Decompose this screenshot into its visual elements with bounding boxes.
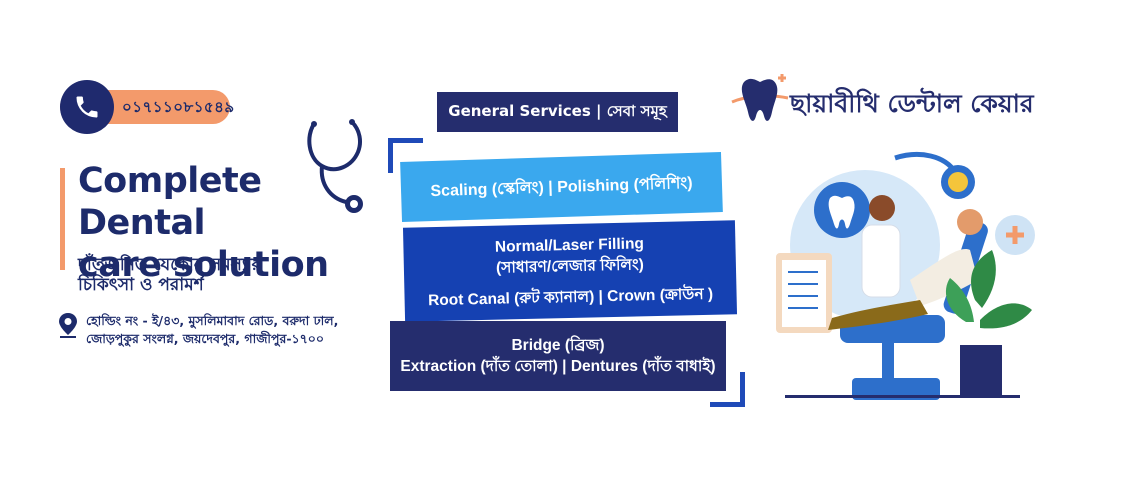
phone-icon [60,80,114,134]
dentist-illustration [776,152,1035,400]
clinic-address: হোল্ডিং নং - ই/৪৩, মুসলিমাবাদ রোড, বরুদা… [86,312,366,348]
service-card-filling: Normal/Laser Filling (সাধারণ/লেজার ফিলিং… [402,220,738,322]
location-pin-icon [59,313,77,338]
general-services-label: General Services | সেবা সমূহ [437,92,678,132]
hero-subtitle: দাঁতজনিত যেকোন সমস্যার চিকিৎসা ও পরামর্শ [78,255,348,295]
hero-subtitle-line1: দাঁতজনিত যেকোন সমস্যার [78,255,262,275]
hero-title-line2: care solution [78,245,329,285]
address-line1: হোল্ডিং নং - ই/৪৩, মুসলিমাবাদ রোড, বরুদা… [86,313,339,328]
address-line2: জোড়পুকুর সংলগ্ন, জয়দেবপুর, গাজীপুর-১৭০… [86,331,324,346]
service-bridge-line1: Bridge (ব্রিজ) [511,337,605,354]
corner-bracket-bottom-right [710,372,745,407]
hero-title-line1: Complete Dental [78,161,262,243]
service-card-bridge: Bridge (ব্রিজ) Extraction (দাঁত তোলা) | … [390,321,726,391]
service-card-scaling-text: Scaling (স্কেলিং) | Polishing (পলিশিং) [430,174,693,200]
brand-name: ছায়াবীথি ডেন্টাল কেয়ার [790,89,1034,118]
stethoscope-icon [307,119,363,213]
tooth-logo-icon [731,74,789,121]
service-rootcanal-line: Root Canal (রুট ক্যানাল) | Crown (ক্রাউন… [427,285,714,309]
hero-subtitle-line2: চিকিৎসা ও পরামর্শ [78,275,204,295]
service-filling-line2: (সাধারণ/লেজার ফিলিং) [495,255,645,277]
hero-title: Complete Dental care solution [78,160,358,286]
corner-bracket-top-left [388,138,423,173]
accent-bar [60,168,65,270]
service-card-scaling: Scaling (স্কেলিং) | Polishing (পলিশিং) [400,151,723,223]
phone-number[interactable]: ০১৭১১০৮১৫৪৯ [122,98,235,116]
service-bridge-line2: Extraction (দাঁত তোলা) | Dentures (দাঁত … [400,358,716,375]
